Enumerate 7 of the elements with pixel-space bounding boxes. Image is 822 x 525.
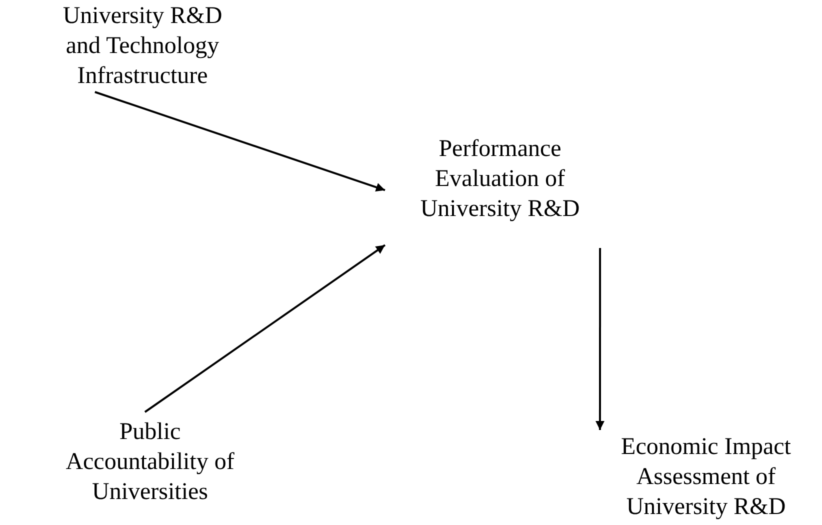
arrow — [144, 244, 386, 413]
node-label: Economic Impact Assessment of University R&D — [620, 433, 792, 522]
node-label: Public Accountability of Universities — [64, 418, 236, 507]
node-label: University R&D and Technology Infrastructure — [62, 2, 224, 91]
arrow — [595, 248, 604, 430]
node-label: Performance Evaluation of University R&D — [419, 135, 581, 224]
arrow — [94, 91, 386, 192]
